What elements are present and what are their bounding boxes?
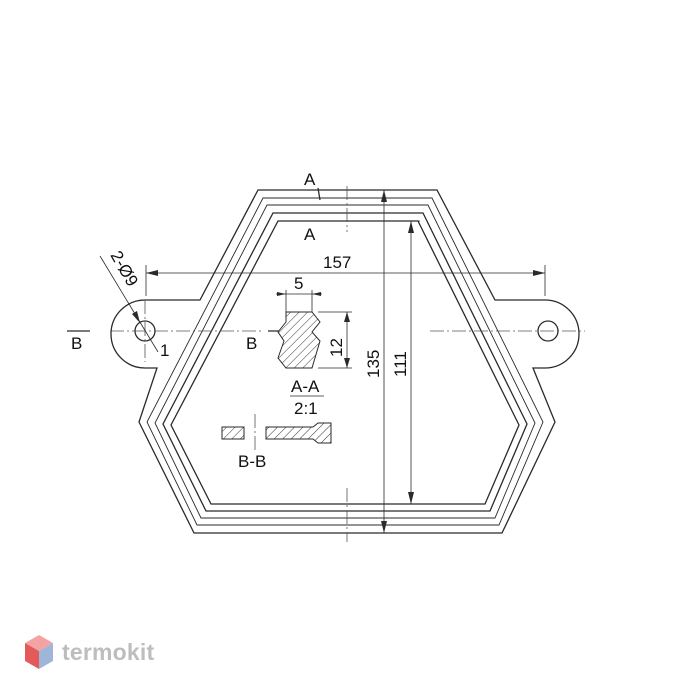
label-dim-5: 5 (294, 274, 303, 293)
label-dim-12: 12 (327, 338, 346, 357)
offset-contour-1 (146, 197, 544, 526)
offset-contour-2 (154, 204, 536, 519)
label-dim-135: 135 (364, 350, 383, 378)
outer-outline (110, 189, 580, 534)
dim-111-arrow-top (408, 221, 414, 233)
label-section-a-inner: A (304, 225, 316, 244)
label-section-b-right: B (246, 334, 257, 353)
label-section-aa-title: A-A (291, 377, 320, 396)
label-offset-1: 1 (160, 341, 169, 360)
dim-157-arrow-left (146, 270, 158, 276)
label-section-b-left: B (71, 334, 82, 353)
brand-logo-icon (25, 635, 53, 669)
section-aa-profile (277, 311, 321, 369)
section-a-mark-top (317, 187, 321, 201)
label-section-aa-scale: 2:1 (294, 399, 318, 418)
label-dim-111: 111 (391, 351, 410, 377)
dim-12-arrow-top (344, 312, 350, 322)
label-section-a-top: A (304, 170, 316, 189)
dim-111-arrow-bottom (408, 492, 414, 504)
dim-157-arrow-right (533, 270, 545, 276)
hole-callout-leader (99, 255, 159, 353)
label-dim-157: 157 (323, 253, 351, 272)
dim-12-arrow-bottom (344, 358, 350, 368)
dim-135-arrow-bottom (381, 521, 387, 533)
label-section-bb-title: B-B (238, 452, 266, 471)
dim-135-arrow-top (381, 190, 387, 202)
label-hole-callout: 2-Ø9 (107, 248, 142, 290)
dim-5-arrow-right (312, 292, 321, 296)
hole-callout-arrow (132, 311, 140, 323)
brand-name: termokit (62, 638, 155, 665)
dim-5-arrow-left (277, 292, 286, 296)
brand-watermark: termokit (24, 634, 154, 670)
section-bb-left-part (221, 426, 245, 440)
offset-contour-3 (162, 212, 528, 512)
section-bb-right-part (265, 422, 332, 444)
